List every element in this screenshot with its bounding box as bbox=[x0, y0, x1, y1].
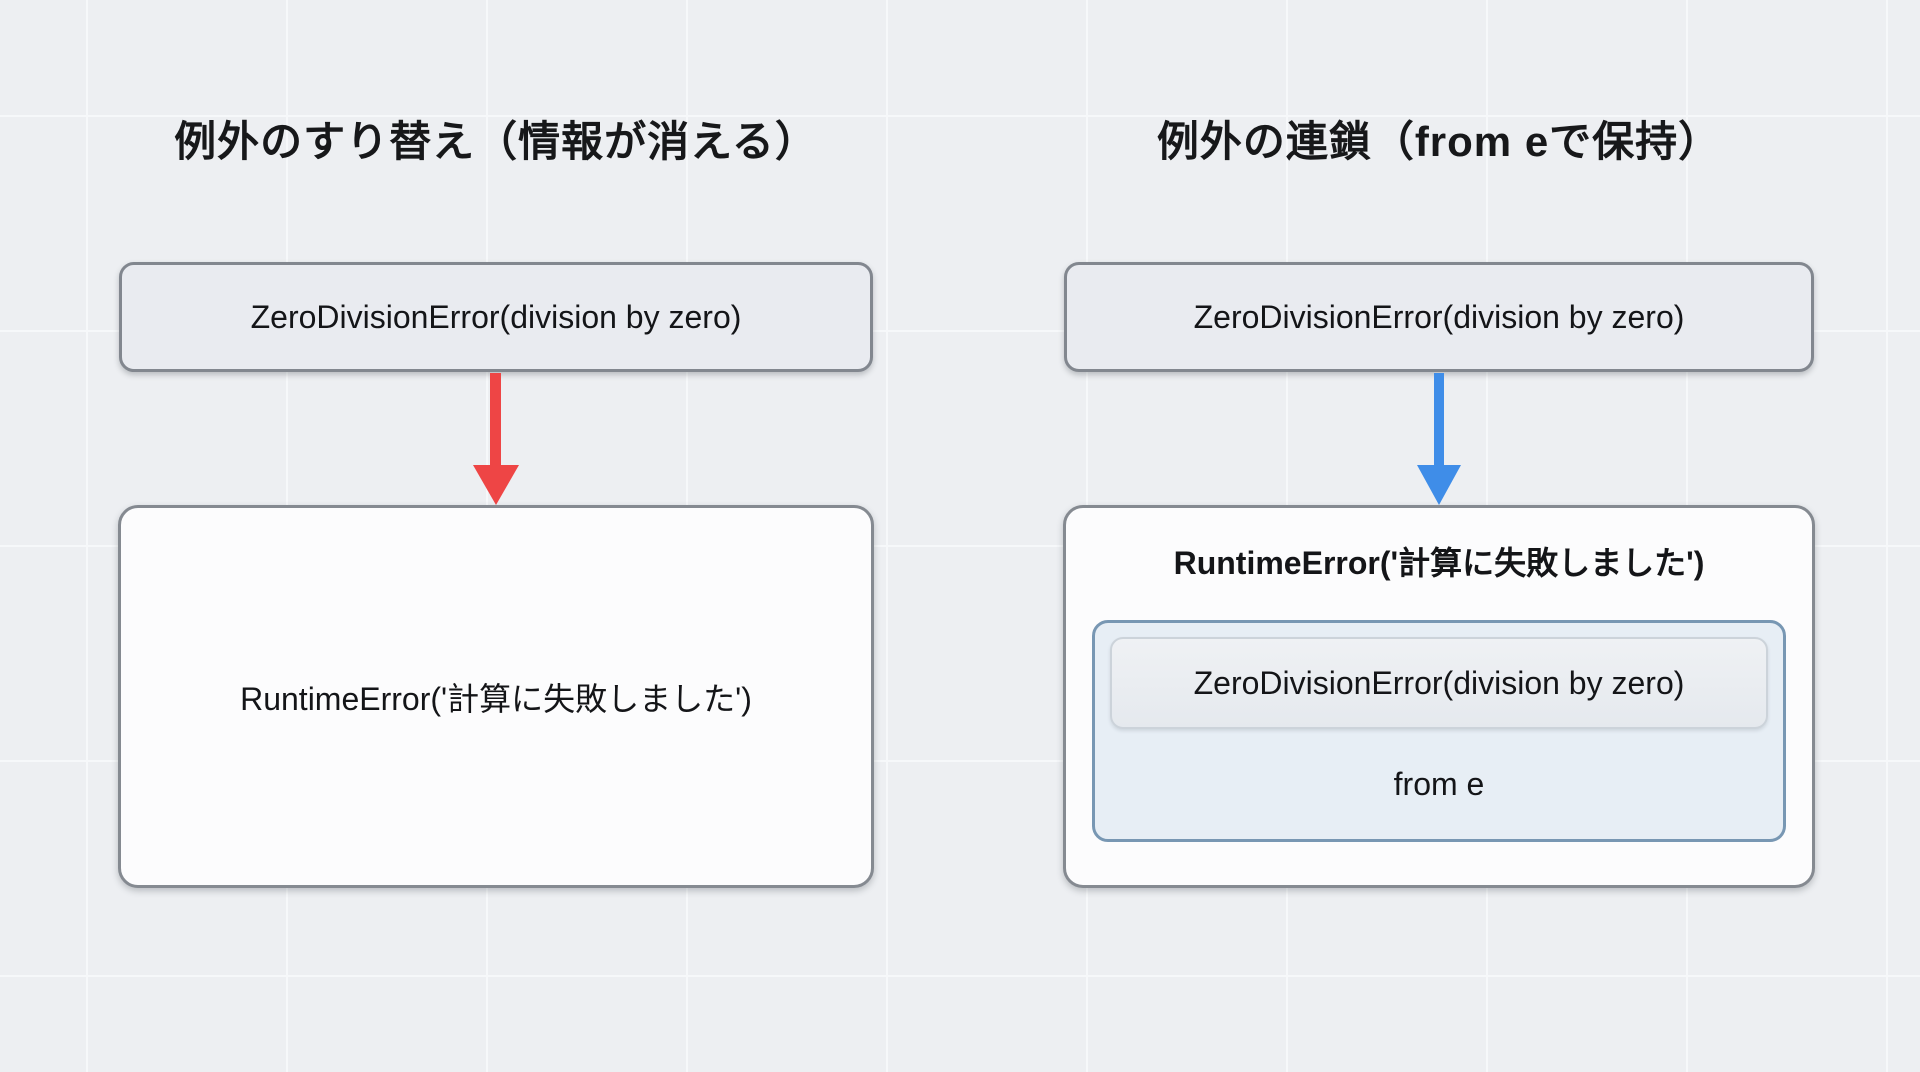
red-arrow-head bbox=[473, 465, 519, 505]
chain-source-exception-label: ZeroDivisionError(division by zero) bbox=[1193, 298, 1685, 335]
red-arrow-shaft bbox=[490, 373, 501, 471]
swallow-panel-title: 例外のすり替え（情報が消える） bbox=[174, 118, 818, 165]
from-e-keyword-label: from e bbox=[1393, 765, 1485, 802]
red-arrow-down-icon bbox=[473, 373, 519, 505]
swallow-source-exception-box: ZeroDivisionError(division by zero) bbox=[119, 262, 873, 372]
blue-arrow-head bbox=[1417, 465, 1461, 505]
chain-panel: 例外の連鎖（from eで保持） ZeroDivisionError(divis… bbox=[1063, 0, 1815, 1072]
swallow-result-exception-box: RuntimeError('計算に失敗しました') bbox=[118, 505, 874, 888]
chain-source-exception-box: ZeroDivisionError(division by zero) bbox=[1064, 262, 1814, 372]
chained-cause-container: ZeroDivisionError(division by zero) from… bbox=[1092, 620, 1786, 842]
chained-cause-exception-label: ZeroDivisionError(division by zero) bbox=[1193, 664, 1685, 701]
blue-arrow-down-icon bbox=[1417, 373, 1461, 505]
chain-result-exception-label: RuntimeError('計算に失敗しました') bbox=[1173, 545, 1705, 581]
chained-cause-exception-box: ZeroDivisionError(division by zero) bbox=[1110, 637, 1768, 729]
swallow-result-exception-label: RuntimeError('計算に失敗しました') bbox=[240, 680, 752, 717]
chain-panel-title: 例外の連鎖（from eで保持） bbox=[1156, 118, 1722, 165]
chain-result-exception-box: RuntimeError('計算に失敗しました') ZeroDivisionEr… bbox=[1063, 505, 1815, 888]
blue-arrow-shaft bbox=[1434, 373, 1444, 471]
swallow-panel: 例外のすり替え（情報が消える） ZeroDivisionError(divisi… bbox=[118, 0, 874, 1072]
swallow-source-exception-label: ZeroDivisionError(division by zero) bbox=[250, 298, 742, 335]
